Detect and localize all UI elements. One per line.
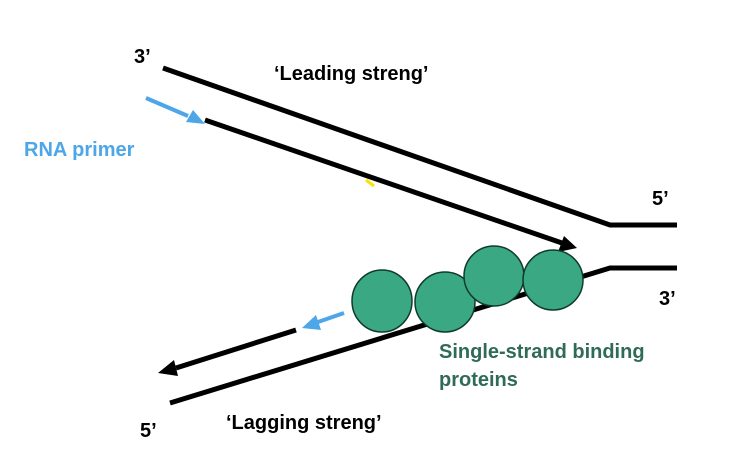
lagging-arrowhead (158, 360, 178, 376)
lagging-template-strand (169, 265, 677, 406)
rna-primer-lagging-arrowhead (302, 315, 321, 330)
leading-strand-title: ‘Leading streng’ (274, 63, 428, 85)
right-top-5prime-label: 5’ (652, 188, 669, 210)
right-bottom-3prime-label: 3’ (659, 288, 676, 310)
yellow-mark (365, 178, 375, 188)
ssb-label-line2: proteins (439, 369, 518, 391)
leading-arrowhead (558, 236, 577, 252)
new-lagging-strand (175, 327, 297, 371)
rna-primer-label: RNA primer (24, 139, 135, 161)
rna-primer-leading-arrowhead (186, 110, 205, 124)
leading-template-strand (162, 65, 677, 228)
leading-3prime-label: 3’ (134, 46, 151, 68)
rna-primer-lagging (317, 311, 345, 324)
ssb-protein (463, 245, 525, 307)
lagging-5prime-label: 5’ (140, 420, 157, 442)
ssb-protein (414, 271, 476, 333)
ssb-protein (351, 269, 413, 333)
ssb-label-line1: Single-strand binding (439, 341, 645, 363)
new-leading-strand (204, 117, 563, 246)
rna-primer-leading (145, 96, 189, 118)
lagging-strand-title: ‘Lagging streng’ (226, 412, 382, 434)
ssb-protein (522, 249, 584, 311)
